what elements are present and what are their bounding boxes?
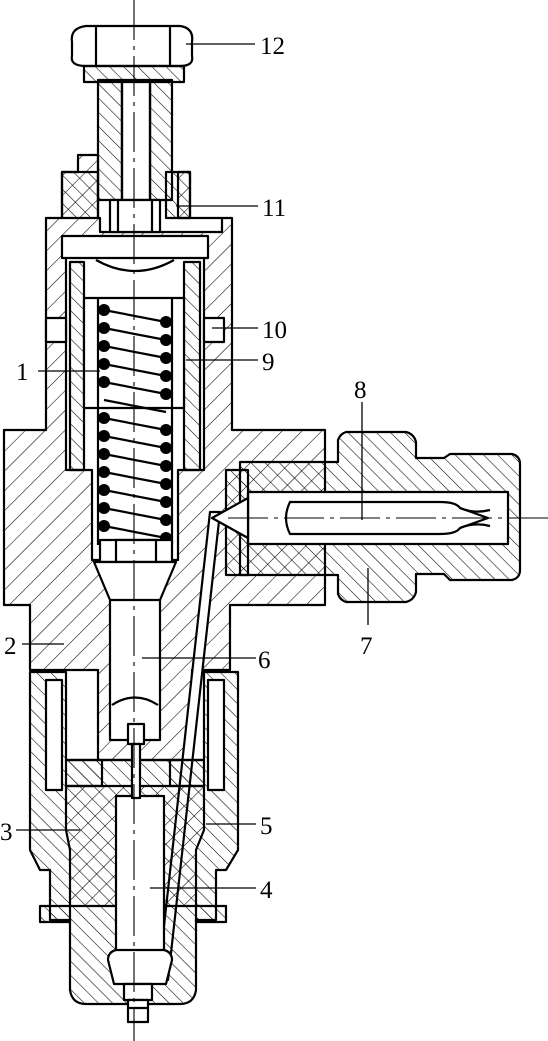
label-11: 11 [262, 195, 286, 222]
label-8: 8 [354, 377, 367, 404]
label-2: 2 [4, 633, 17, 660]
label-7: 7 [360, 633, 373, 660]
label-12: 12 [260, 33, 285, 60]
leader-lines [16, 43, 369, 889]
center-lines [133, 0, 548, 1041]
lock-nut [70, 24, 194, 68]
label-9: 9 [262, 349, 275, 376]
label-6: 6 [258, 647, 271, 674]
seal-ring [44, 316, 68, 344]
label-5: 5 [260, 813, 273, 840]
part-labels: 12 11 10 9 1 8 7 2 6 3 5 4 [0, 33, 373, 904]
pressure-spring [96, 298, 174, 545]
spring-sleeve [68, 260, 86, 472]
label-4: 4 [260, 877, 273, 904]
adjusting-screw [96, 78, 124, 202]
label-3: 3 [0, 819, 13, 846]
upper-spring-seat [60, 234, 210, 260]
label-1: 1 [16, 359, 29, 386]
cap-nut [60, 170, 100, 220]
label-10: 10 [262, 317, 287, 344]
